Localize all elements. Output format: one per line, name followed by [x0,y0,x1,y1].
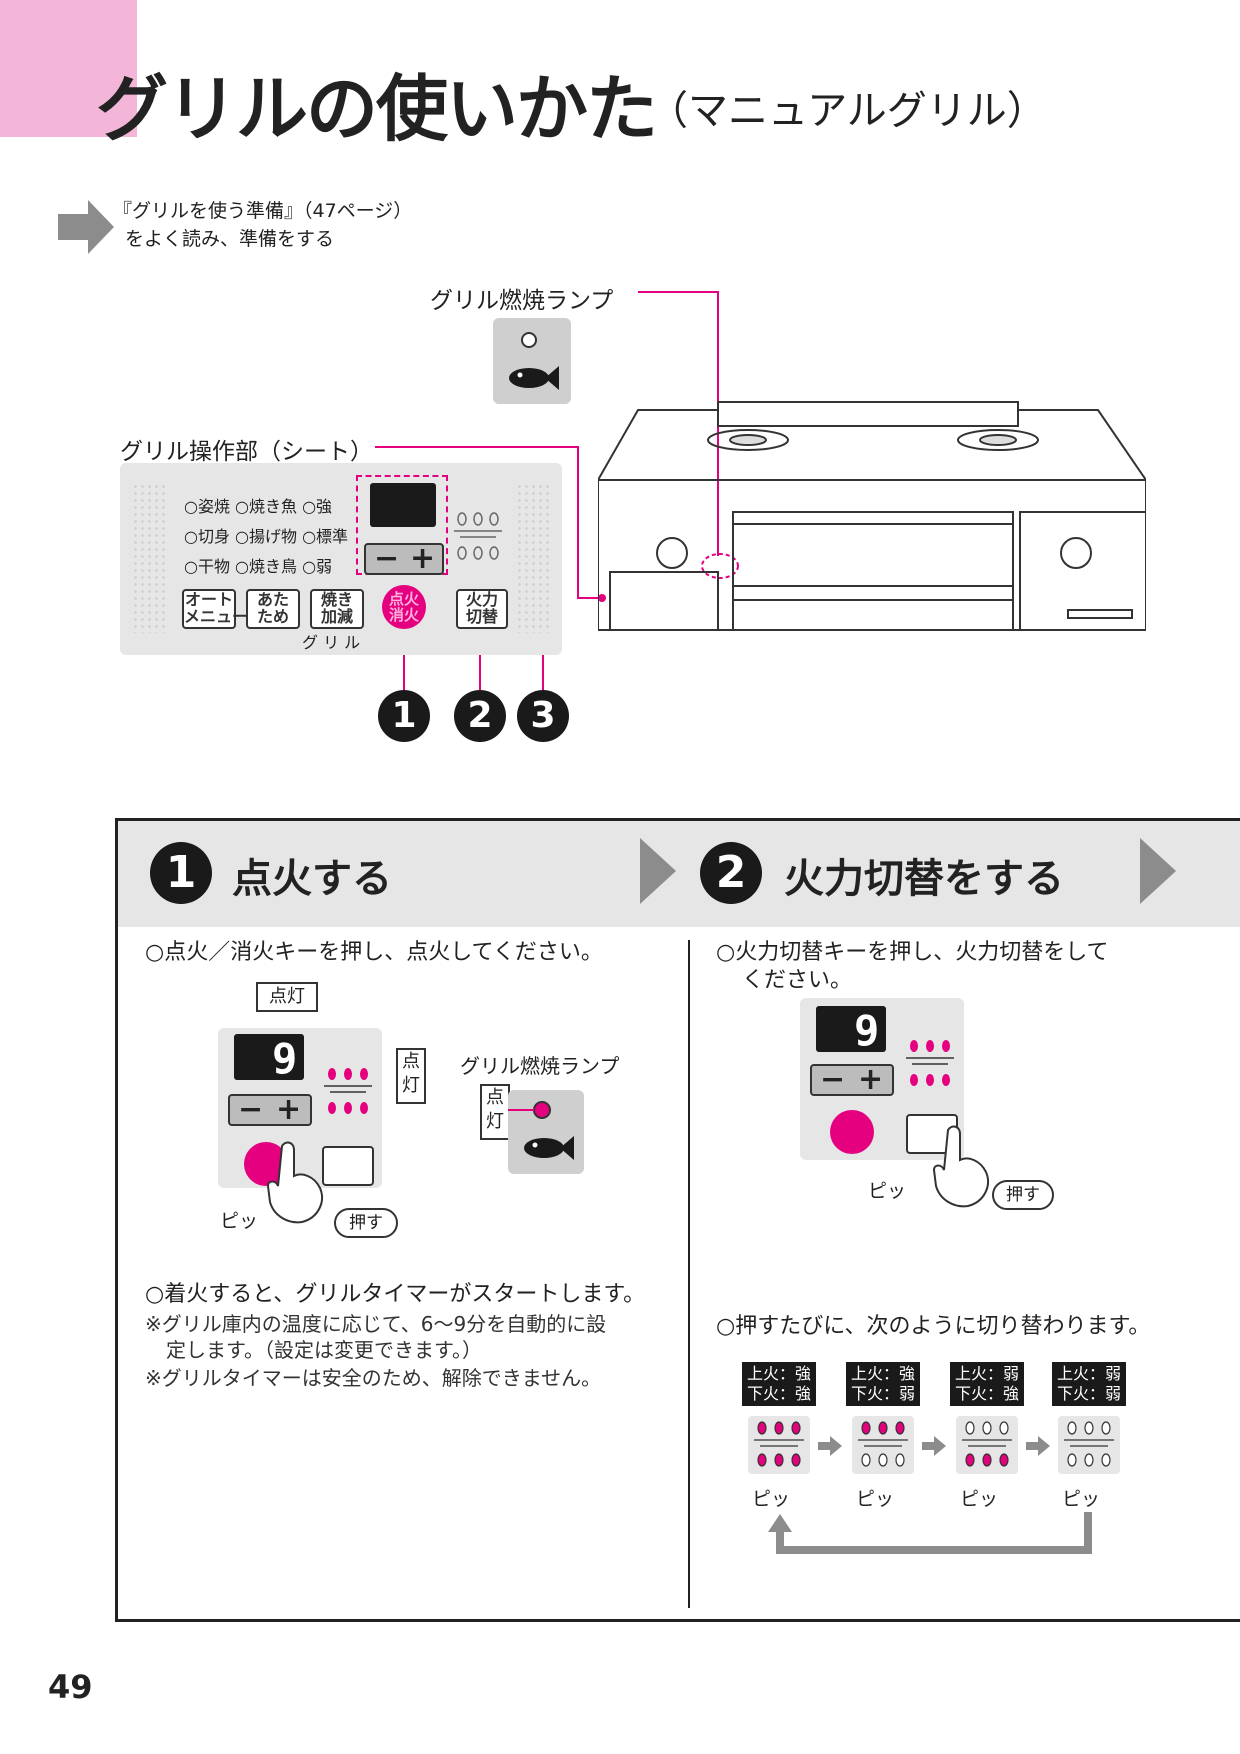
page-number: 49 [48,1668,93,1706]
fire-power-key[interactable]: 火力 切替 [456,589,508,629]
step1-note-1b: 定します。（設定は変更できます。） [166,1338,482,1362]
prep-line-1: 『グリルを使う準備』（47ページ） [113,200,413,222]
grill-label: グ リ ル [302,633,361,652]
timer-display: 9 [816,1006,886,1055]
arrow-right-icon [58,200,114,254]
cycle-return-arrow [768,1512,1092,1554]
mode-top-fire: 上火：強 [850,1364,915,1383]
timer-display: 9 [234,1034,304,1083]
flame-level-icon [1058,1416,1120,1474]
step1-instruction: ○点火／消火キーを押し、点火してください。 [145,940,603,965]
yakikagen-key[interactable]: 焼き 加減 [310,589,364,629]
beep-text: ピッ [868,1180,907,1202]
flame-level-icon [852,1416,914,1474]
timer-plus-minus[interactable]: − + [810,1064,894,1096]
grill-lamp-lit-icon [508,1090,584,1174]
ignite-key[interactable] [830,1110,874,1154]
grill-lamp-label-2: グリル燃焼ランプ [460,1054,620,1078]
mode-top-fire: 上火：弱 [954,1364,1019,1383]
beep-text: ピッ [1062,1488,1101,1510]
timer-display [370,483,436,527]
callout-1: 1 [378,690,430,742]
step2-title: 火力切替をする [784,856,1064,902]
beep-text: ピッ [752,1488,791,1510]
grill-lamp-icon [493,318,571,404]
ignite-key[interactable]: 点火 消火 [382,585,426,629]
stove-illustration [598,401,1146,631]
timer-digit: 9 [854,1006,880,1055]
beep-text: ピッ [220,1210,259,1232]
auto-menu-key[interactable]: オート メニュー [182,589,248,629]
fire-power-key[interactable] [322,1146,374,1186]
timer-digit: 9 [272,1034,298,1083]
pointing-hand-icon [266,1141,323,1224]
arrow-right-icon [1026,1436,1050,1456]
mode-label: 上火：強下火：弱 [846,1362,920,1406]
lit-tag-vertical: 点 灯 [480,1084,510,1140]
arrow-right-icon [922,1436,946,1456]
press-label: 押す [334,1208,398,1238]
mode-label: 上火：弱下火：弱 [1052,1362,1126,1406]
mode-bottom-fire: 下火：弱 [1056,1384,1121,1403]
step1-note-1a: ※グリル庫内の温度に応じて、6〜9分を自動的に設 [145,1312,607,1336]
grill-lamp-label: グリル燃焼ランプ [430,288,614,314]
steps-header [118,821,1240,927]
beep-text: ピッ [960,1488,999,1510]
plus-icon[interactable]: + [276,1092,302,1127]
flame-level-icon [956,1416,1018,1474]
timer-plus-minus[interactable]: − + [364,543,444,575]
press-label: 押す [992,1180,1054,1210]
pointing-hand-icon [932,1125,989,1208]
lit-tag: 点灯 [256,982,318,1012]
plus-icon[interactable]: + [410,541,436,576]
minus-icon[interactable]: − [238,1092,264,1127]
step2-number: 2 [700,842,762,904]
page-subtitle: （マニュアルグリル） [648,88,1047,134]
step1-title: 点火する [232,856,392,902]
mode-bottom-fire: 下火：強 [746,1384,811,1403]
step1-note-2: ※グリルタイマーは安全のため、解除できません。 [145,1366,602,1390]
flame-level-icon [324,1068,372,1114]
mode-bottom-fire: 下火：強 [954,1384,1019,1403]
minus-icon[interactable]: − [820,1062,846,1097]
step2-instruction-b: ください。 [742,968,853,993]
panel-texture [132,483,166,633]
step1-number: 1 [150,842,212,904]
chevron-right-icon [1140,838,1176,904]
atatame-key[interactable]: あた ため [246,589,300,629]
beep-text: ピッ [856,1488,895,1510]
step1-after-text: ○着火すると、グリルタイマーがスタートします。 [145,1282,646,1307]
prep-line-2: をよく読み、準備をする [125,228,335,250]
mode-top-fire: 上火：弱 [1056,1364,1121,1383]
callout-2: 2 [454,690,506,742]
mode-top-fire: 上火：強 [746,1364,811,1383]
panel-texture [516,483,550,633]
menu-row-2: ○切身 ○揚げ物 ○標準 [184,527,349,546]
menu-row-1: ○姿焼 ○焼き魚 ○強 [184,497,333,516]
page-title: グリルの使いかた [96,67,658,151]
cycle-text: ○押すたびに、次のように切り替わります。 [716,1314,1151,1339]
mode-label: 上火：強下火：強 [742,1362,816,1406]
flame-level-icon [454,512,502,560]
plus-icon[interactable]: + [858,1062,884,1097]
grill-control-panel: ○姿焼 ○焼き魚 ○強 ○切身 ○揚げ物 ○標準 ○干物 ○焼き鳥 ○弱 − +… [120,463,562,655]
callout-3: 3 [517,690,569,742]
minus-icon[interactable]: − [374,541,400,576]
flame-level-icon [906,1040,954,1086]
timer-plus-minus[interactable]: − + [228,1094,312,1126]
column-divider [688,940,690,1608]
lit-tag-vertical: 点 灯 [396,1048,426,1104]
grill-panel-label: グリル操作部（シート） [120,439,373,465]
step2-instruction-a: ○火力切替キーを押し、火力切替をして [716,940,1109,965]
mode-bottom-fire: 下火：弱 [850,1384,915,1403]
chevron-right-icon [640,838,676,904]
mode-label: 上火：弱下火：強 [950,1362,1024,1406]
menu-row-3: ○干物 ○焼き鳥 ○弱 [184,557,333,576]
flame-level-icon [748,1416,810,1474]
step1-panel: 9 − + [218,1028,382,1188]
arrow-right-icon [818,1436,842,1456]
steps-box [115,818,1240,1622]
header-pink-tab [0,0,137,137]
step2-panel: 9 − + [800,998,964,1160]
